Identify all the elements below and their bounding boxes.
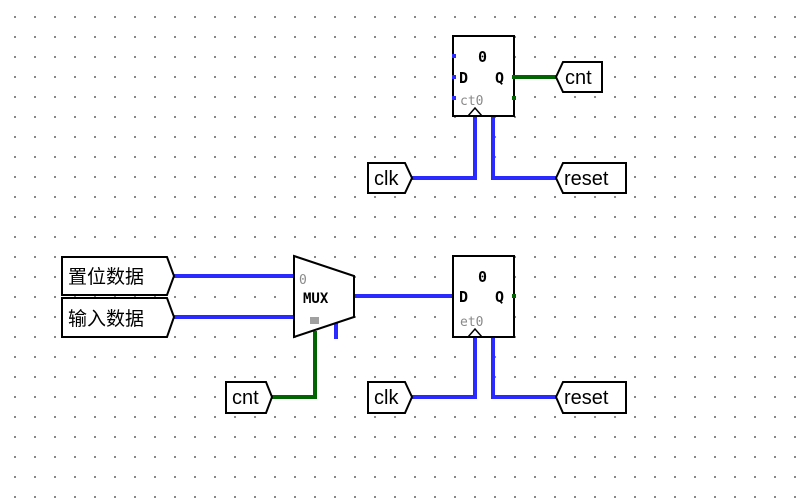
- register-bottom-value: 0: [478, 268, 487, 286]
- register-top-port-d[interactable]: [452, 75, 456, 79]
- register-bottom-clock-marker: [467, 327, 483, 338]
- input-pin-bottom-clk[interactable]: clk: [367, 381, 414, 414]
- input-pin-preset-data[interactable]: 置位数据: [61, 256, 176, 296]
- wire-top-reset[interactable]: [491, 114, 558, 180]
- input-pin-top-clk-label: clk: [374, 168, 399, 190]
- bottom-group: 置位数据 输入数据 0 MUX cnt 0 D Q et0: [61, 254, 627, 414]
- register-bottom-d-label: D: [459, 288, 468, 306]
- tunnel-bottom-reset[interactable]: reset: [554, 381, 627, 414]
- register-top-value: 0: [478, 48, 487, 66]
- register-top-d-label: D: [459, 69, 468, 87]
- tunnel-top-cnt-label: cnt: [565, 67, 592, 89]
- register-bottom-q-label: Q: [495, 288, 504, 306]
- register-top-clock-marker: [467, 106, 483, 117]
- input-pin-input-data[interactable]: 输入数据: [61, 297, 176, 338]
- register-top-sub-label: ct0: [460, 94, 483, 109]
- tunnel-top-reset-label: reset: [564, 168, 609, 190]
- multiplexer-body[interactable]: [293, 254, 355, 339]
- wire-top-clk[interactable]: [410, 114, 477, 180]
- wire-bottom-clk[interactable]: [410, 335, 477, 399]
- multiplexer-input0-label: 0: [299, 273, 307, 288]
- register-bottom-sub-label: et0: [460, 315, 483, 330]
- register-bottom-port-q[interactable]: [512, 294, 516, 298]
- input-pin-bottom-clk-label: clk: [374, 387, 399, 409]
- input-pin-preset-data-label: 置位数据: [68, 266, 144, 288]
- register-top-q-label: Q: [495, 69, 504, 87]
- wire-mux-select[interactable]: [270, 331, 317, 399]
- register-top-port-q[interactable]: [512, 75, 516, 79]
- multiplexer-label: MUX: [303, 291, 329, 307]
- tunnel-mux-select-cnt[interactable]: cnt: [225, 381, 274, 414]
- register-top-port-en: [452, 96, 456, 100]
- input-pin-top-clk[interactable]: clk: [367, 162, 414, 194]
- register-bottom[interactable]: 0 D Q et0: [452, 255, 516, 338]
- top-register-group: 0 D Q ct0 cnt clk reset: [367, 35, 627, 194]
- tunnel-mux-select-cnt-label: cnt: [232, 387, 259, 409]
- tunnel-top-cnt[interactable]: cnt: [554, 61, 603, 93]
- input-pin-input-data-label: 输入数据: [68, 308, 144, 330]
- multiplexer[interactable]: 0 MUX: [293, 254, 355, 339]
- tunnel-bottom-reset-label: reset: [564, 387, 609, 409]
- multiplexer-select-port[interactable]: [310, 317, 319, 324]
- register-top-port-aux: [512, 96, 516, 100]
- wire-bottom-reset[interactable]: [491, 335, 558, 399]
- register-top-port-top: [452, 54, 456, 58]
- tunnel-top-reset[interactable]: reset: [554, 162, 627, 194]
- register-top[interactable]: 0 D Q ct0: [452, 35, 516, 117]
